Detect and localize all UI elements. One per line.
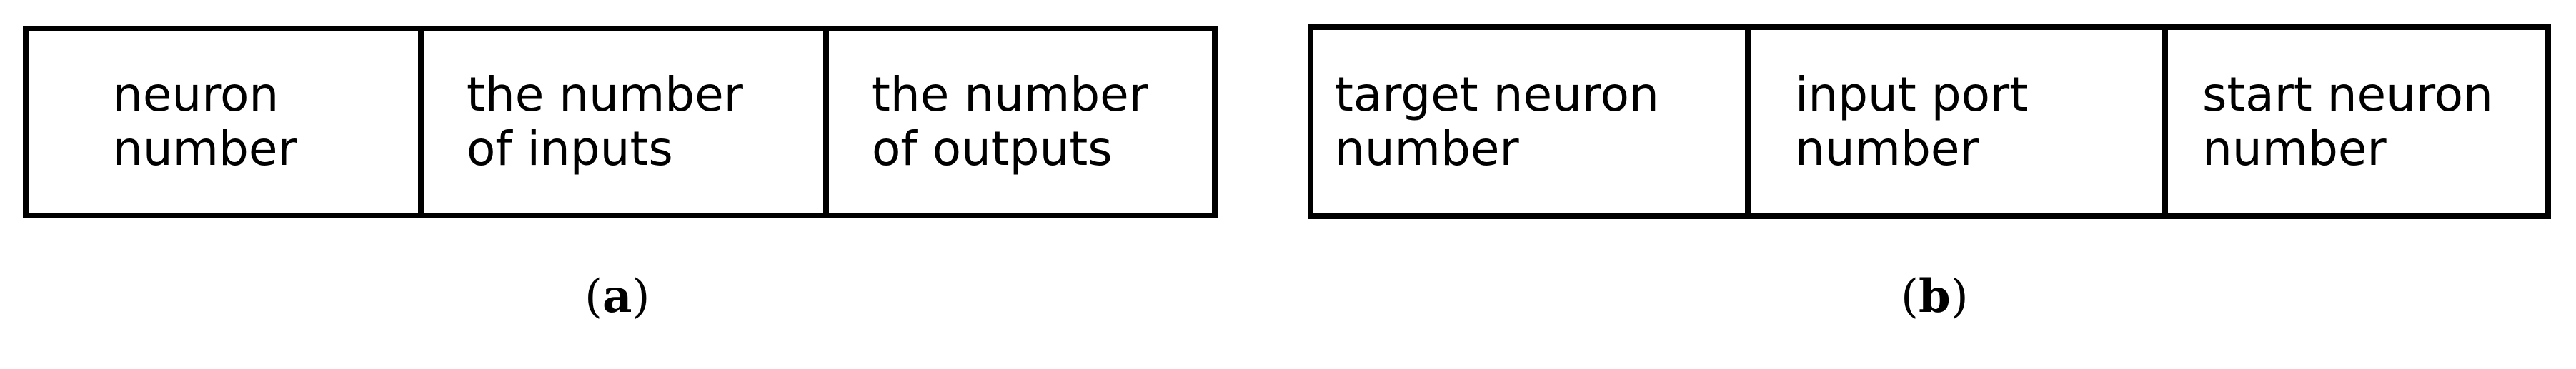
cell-text-line: input port: [1795, 66, 2029, 122]
neuron-number-cell: neuron number: [29, 31, 424, 213]
cell-text-line: the number: [467, 67, 743, 123]
caption-a: (a): [585, 274, 650, 320]
caption-close-paren: ): [1950, 271, 1969, 323]
caption-open-paren: (: [1901, 271, 1919, 323]
number-of-outputs-cell: the number of outputs: [829, 31, 1212, 213]
neuron-record-table: neuron number the number of inputs the n…: [23, 26, 1218, 218]
caption-close-paren: ): [632, 271, 650, 323]
target-neuron-number-cell: target neuron number: [1313, 30, 1751, 213]
cell-text-line: number: [2202, 121, 2387, 176]
number-of-inputs-cell: the number of inputs: [424, 31, 829, 213]
caption-letter: a: [602, 270, 632, 323]
cell-text-line: number: [1795, 121, 1979, 176]
input-port-number-cell: input port number: [1751, 30, 2168, 213]
caption-open-paren: (: [585, 271, 602, 323]
connection-record-table: target neuron number input port number s…: [1308, 24, 2551, 219]
cell-text-line: target neuron: [1335, 66, 1659, 122]
caption-letter: b: [1918, 270, 1951, 323]
cell-text-line: neuron: [113, 67, 279, 123]
cell-text-line: number: [1335, 121, 1519, 176]
start-neuron-number-cell: start neuron number: [2168, 30, 2545, 213]
cell-text-line: start neuron: [2202, 66, 2493, 122]
caption-b: (b): [1901, 274, 1969, 320]
cell-text-line: number: [113, 121, 297, 176]
cell-text-line: of inputs: [467, 121, 673, 176]
cell-text-line: of outputs: [872, 121, 1113, 176]
cell-text-line: the number: [872, 67, 1148, 123]
